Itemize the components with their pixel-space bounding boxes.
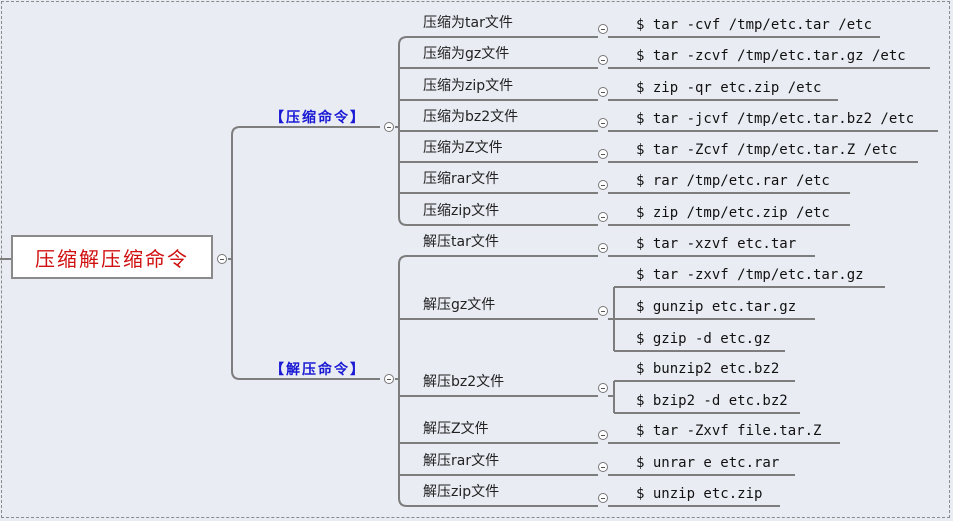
collapse-toggle-icon[interactable] xyxy=(598,212,608,222)
collapse-toggle-icon[interactable] xyxy=(598,180,608,190)
collapse-toggle-icon[interactable] xyxy=(598,55,608,65)
command-text[interactable]: $ tar -Zxvf file.tar.Z xyxy=(636,423,822,439)
command-text[interactable]: $ bunzip2 etc.bz2 xyxy=(636,361,780,377)
collapse-toggle-icon[interactable] xyxy=(598,306,608,316)
command-text[interactable]: $ tar -cvf /tmp/etc.tar /etc xyxy=(636,17,873,33)
command-text[interactable]: $ gzip -d etc.gz xyxy=(636,331,771,347)
item-label[interactable]: 解压gz文件 xyxy=(423,297,496,313)
branch-topic[interactable]: 【压缩命令】 xyxy=(270,110,366,126)
command-text[interactable]: $ tar -zcvf /tmp/etc.tar.gz /etc xyxy=(636,48,906,64)
item-label[interactable]: 压缩为tar文件 xyxy=(423,15,513,31)
connector-line xyxy=(398,497,585,507)
item-label[interactable]: 解压tar文件 xyxy=(423,234,499,250)
item-label[interactable]: 压缩为bz2文件 xyxy=(423,109,519,125)
collapse-toggle-icon[interactable] xyxy=(598,462,608,472)
item-label[interactable]: 解压bz2文件 xyxy=(423,374,505,390)
collapse-toggle-icon[interactable] xyxy=(598,383,608,393)
collapse-toggle-icon[interactable] xyxy=(598,149,608,159)
item-label[interactable]: 解压rar文件 xyxy=(423,453,500,469)
command-text[interactable]: $ tar -zxvf /tmp/etc.tar.gz xyxy=(636,267,864,283)
item-label[interactable]: 压缩zip文件 xyxy=(423,203,500,219)
item-label[interactable]: 解压Z文件 xyxy=(423,421,489,437)
collapse-toggle-icon[interactable] xyxy=(598,243,608,253)
collapse-toggle-icon[interactable] xyxy=(598,87,608,97)
command-text[interactable]: $ gunzip etc.tar.gz xyxy=(636,299,797,315)
collapse-toggle-icon[interactable] xyxy=(384,374,394,384)
collapse-toggle-icon[interactable] xyxy=(598,493,608,503)
command-text[interactable]: $ tar -xzvf etc.tar xyxy=(636,236,797,252)
command-text[interactable]: $ unrar e etc.rar xyxy=(636,455,780,471)
collapse-toggle-icon[interactable] xyxy=(598,24,608,34)
collapse-toggle-icon[interactable] xyxy=(598,430,608,440)
collapse-toggle-icon[interactable] xyxy=(384,122,394,132)
item-label[interactable]: 压缩为zip文件 xyxy=(423,78,514,94)
command-text[interactable]: $ bzip2 -d etc.bz2 xyxy=(636,393,788,409)
command-text[interactable]: $ zip -qr etc.zip /etc xyxy=(636,80,822,96)
collapse-toggle-icon[interactable] xyxy=(598,118,608,128)
connector-line xyxy=(231,259,380,380)
connector-line xyxy=(231,126,380,259)
command-text[interactable]: $ unzip etc.zip xyxy=(636,486,763,502)
command-text[interactable]: $ rar /tmp/etc.rar /etc xyxy=(636,173,830,189)
item-label[interactable]: 压缩为gz文件 xyxy=(423,46,510,62)
item-label[interactable]: 解压zip文件 xyxy=(423,484,500,500)
root-topic[interactable]: 压缩解压缩命令 xyxy=(11,235,213,279)
connector-line xyxy=(398,255,585,265)
connector-line xyxy=(398,216,585,226)
command-text[interactable]: $ tar -Zcvf /tmp/etc.tar.Z /etc xyxy=(636,142,898,158)
collapse-toggle-icon[interactable] xyxy=(217,254,227,264)
item-label[interactable]: 压缩为Z文件 xyxy=(423,140,503,156)
command-text[interactable]: $ zip /tmp/etc.zip /etc xyxy=(636,205,830,221)
item-label[interactable]: 压缩rar文件 xyxy=(423,171,500,187)
command-text[interactable]: $ tar -jcvf /tmp/etc.tar.bz2 /etc xyxy=(636,111,915,127)
branch-topic[interactable]: 【解压命令】 xyxy=(270,362,366,378)
connector-line xyxy=(398,36,585,46)
